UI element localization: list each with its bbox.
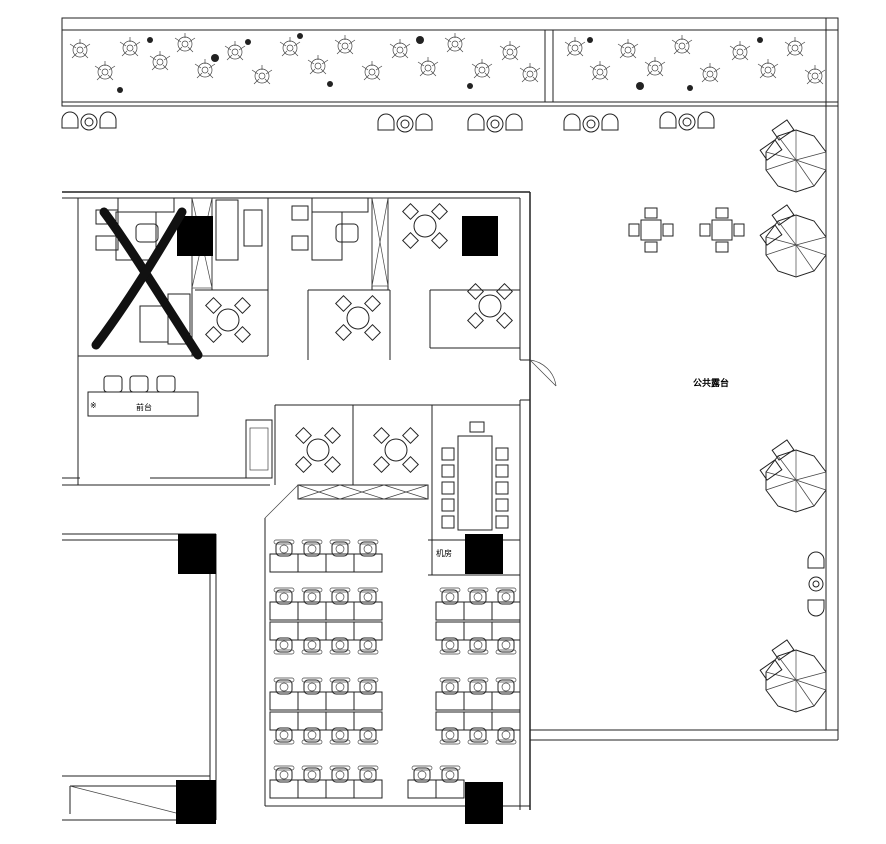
cross-out-mark (91, 207, 203, 360)
meeting-rooms: 机房 (245, 404, 520, 576)
terrace-label: 公共露台 (693, 377, 729, 389)
reception-logo-icon: ※ (90, 401, 97, 410)
open-office (269, 539, 521, 799)
planter-strip (61, 17, 839, 740)
lounge-seating-row (61, 111, 715, 133)
reception-label: 前台 (136, 402, 152, 412)
server-room-label: 机房 (436, 548, 452, 558)
reception-area: 前台 ※ (87, 375, 199, 417)
structural-columns (176, 216, 503, 824)
public-terrace: 公共露台 (530, 119, 838, 741)
lower-left-area (62, 484, 530, 821)
